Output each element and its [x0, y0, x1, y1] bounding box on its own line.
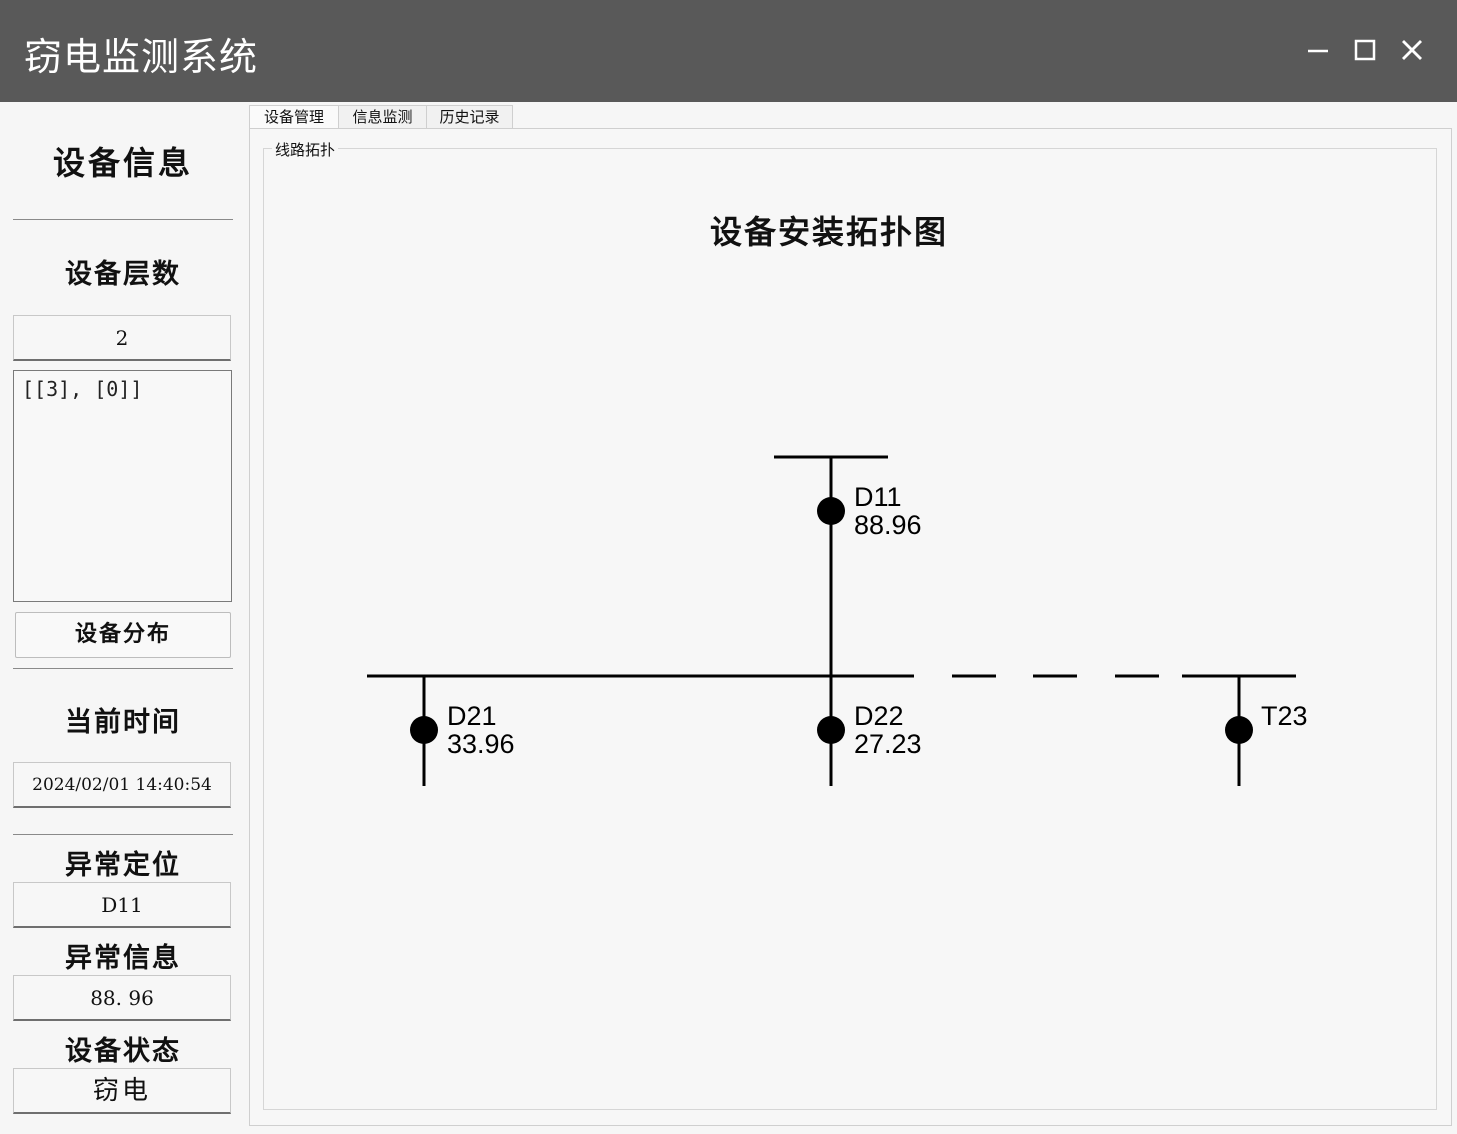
topology-group [263, 148, 1437, 1110]
anomaly-location-label: 异常定位 [65, 850, 181, 881]
node-label-d11: D11 88.96 [854, 483, 922, 539]
node-t23[interactable] [1225, 716, 1253, 744]
minimize-icon [1308, 49, 1328, 53]
topology-title: 设备安装拓扑图 [709, 213, 948, 251]
node-value: 33.96 [447, 729, 515, 759]
node-label-t23: T23 [1261, 702, 1308, 730]
tab-history[interactable]: 历史记录 [426, 105, 513, 129]
layer-count-field[interactable]: 2 [13, 315, 231, 361]
node-name: T23 [1261, 701, 1308, 731]
node-name: D22 [854, 701, 904, 731]
device-status-field: 窃电 [13, 1068, 231, 1114]
divider [13, 834, 233, 835]
node-value: 27.23 [854, 729, 922, 759]
device-status-label: 设备状态 [65, 1036, 181, 1067]
maximize-button[interactable] [1345, 30, 1385, 70]
node-d21[interactable] [410, 716, 438, 744]
maximize-icon [1354, 39, 1376, 61]
tab-pane [249, 128, 1452, 1126]
anomaly-location-field: D11 [13, 882, 231, 928]
current-time-field: 2024/02/01 14:40:54 [13, 762, 231, 808]
topology-canvas: 设备安装拓扑图 D11 88.96 D21 33.96 D22 27.23 T2… [264, 149, 1436, 1109]
node-name: D11 [854, 482, 902, 512]
anomaly-info-label: 异常信息 [65, 943, 181, 974]
device-distribution-button[interactable]: 设备分布 [15, 612, 231, 658]
app-title: 窃电监测系统 [24, 35, 259, 79]
current-time-label: 当前时间 [65, 707, 181, 738]
node-name: D21 [447, 701, 497, 731]
close-button[interactable] [1392, 30, 1432, 70]
tab-info-monitoring[interactable]: 信息监测 [338, 105, 427, 129]
anomaly-info-field: 88. 96 [13, 975, 231, 1021]
distribution-textarea[interactable]: [[3], [0]] [13, 370, 232, 602]
topology-diagram [367, 455, 1296, 786]
node-label-d22: D22 27.23 [854, 702, 922, 758]
title-bar: 窃电监测系统 [0, 0, 1457, 102]
close-icon [1402, 40, 1422, 60]
node-d22[interactable] [817, 716, 845, 744]
device-info-title: 设备信息 [52, 144, 193, 182]
node-label-d21: D21 33.96 [447, 702, 515, 758]
node-value: 88.96 [854, 510, 922, 540]
device-info-panel: 设备信息 设备层数 2 [[3], [0]] 设备分布 当前时间 2024/02… [0, 102, 248, 1134]
minimize-button[interactable] [1298, 30, 1338, 70]
divider [13, 668, 233, 669]
layer-count-label: 设备层数 [65, 259, 181, 290]
divider [13, 219, 233, 220]
tab-device-management[interactable]: 设备管理 [249, 105, 339, 129]
topology-group-label: 线路拓扑 [272, 139, 339, 160]
node-d11[interactable] [817, 497, 845, 525]
